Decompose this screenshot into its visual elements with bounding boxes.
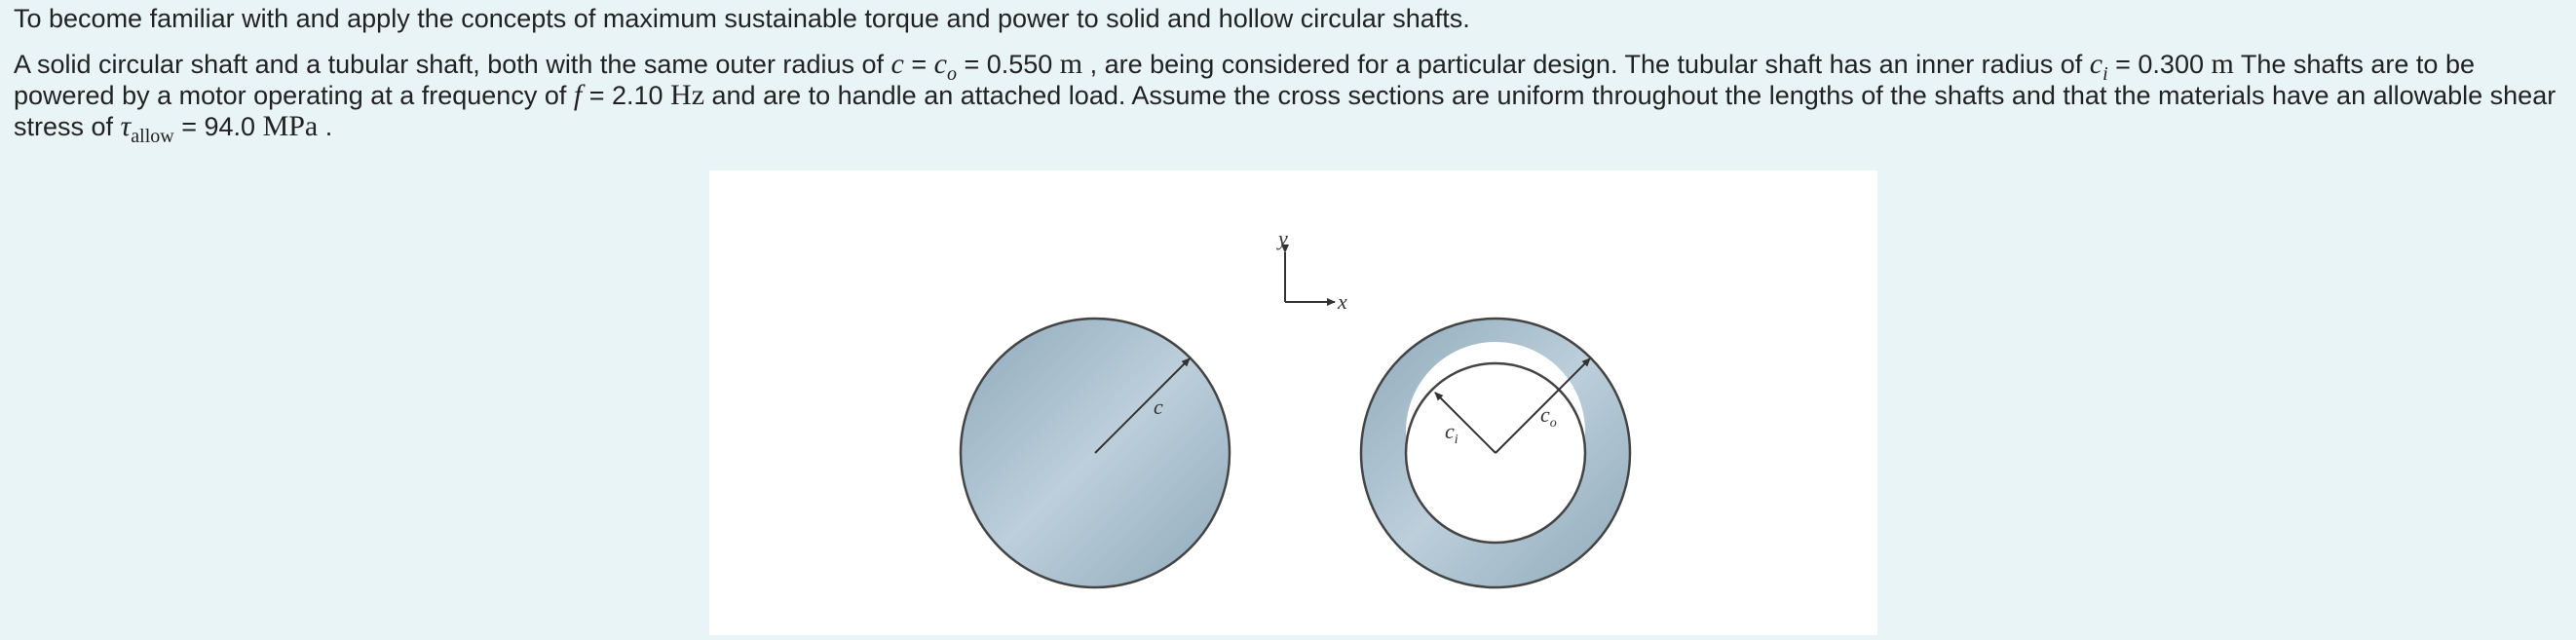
tubular-outer-edge	[1359, 317, 1632, 589]
frequency-symbol: f	[573, 79, 583, 111]
tubular-shaft: ci co	[1359, 317, 1632, 589]
frequency-value: = 2.10	[582, 81, 671, 110]
outer-radius-unit: m	[1059, 48, 1083, 80]
problem-text-2: , are being considered for a particular …	[1082, 50, 2090, 79]
outer-radius-label: co	[1540, 402, 1557, 431]
shear-stress-value: 94.0	[204, 112, 263, 141]
outer-radius-value: = 0.550	[956, 50, 1060, 79]
problem-text-3: The shafts are to be powered by a motor …	[14, 50, 2475, 110]
inner-radius-arrow	[1434, 392, 1496, 454]
y-axis-label: y	[1276, 226, 1288, 250]
inner-radius-unit: m	[2211, 48, 2234, 80]
solid-shaft: c	[959, 317, 1231, 589]
inner-radius-label: ci	[1445, 419, 1458, 447]
shear-stress-symbol: τallow	[120, 110, 174, 147]
intro-text: To become familiar with and apply the co…	[14, 4, 1470, 33]
inner-radius-value: = 0.300	[2107, 50, 2212, 79]
shear-stress-unit: MPa	[262, 110, 319, 142]
equals-sign: =	[903, 50, 934, 79]
problem-text-1: A solid circular shaft and a tubular sha…	[14, 50, 891, 79]
shaft-cross-section-figure: y x c ci co	[709, 170, 1877, 635]
outer-radius-co-symbol: co	[933, 48, 957, 85]
coordinate-axes: y x	[1276, 226, 1347, 314]
tubular-shaft-ring	[1361, 319, 1631, 587]
outer-radius-symbol: c	[890, 48, 904, 80]
outer-radius-arrow	[1495, 358, 1591, 454]
problem-text-5: .	[318, 112, 333, 141]
problem-statement: A solid circular shaft and a tubular sha…	[14, 48, 2558, 147]
problem-text-4: and are to handle an attached load. Assu…	[14, 81, 2557, 141]
solid-radius-arrow	[1094, 358, 1191, 454]
inner-radius-symbol: ci	[2089, 48, 2108, 85]
x-axis-label: x	[1337, 289, 1347, 314]
shear-stress-equals: =	[173, 112, 205, 141]
shaft-diagram: y x c ci co	[959, 226, 1632, 589]
frequency-unit: Hz	[670, 79, 705, 111]
solid-radius-label: c	[1154, 395, 1163, 419]
